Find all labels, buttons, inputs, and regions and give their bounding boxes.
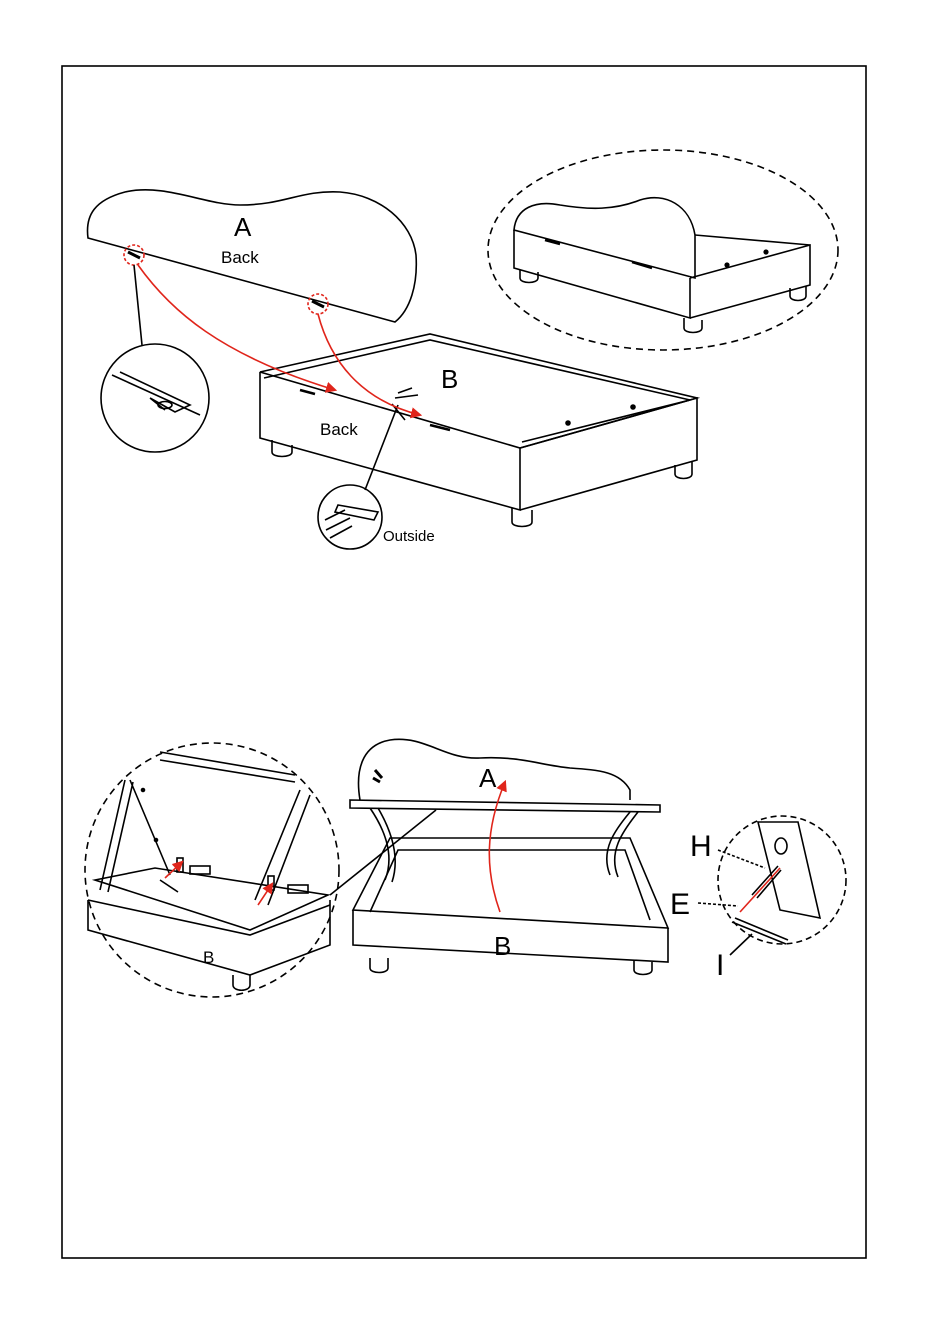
arrow-right-to-base xyxy=(318,314,420,415)
label-b-step1: B xyxy=(441,364,458,394)
page-border xyxy=(62,66,866,1258)
label-back-base: Back xyxy=(320,420,358,439)
label-outside: Outside xyxy=(383,528,435,545)
bracket-detail-left xyxy=(101,344,209,452)
label-a-step2: A xyxy=(479,763,497,793)
base-b-front xyxy=(260,372,520,510)
arrow-left-to-base xyxy=(138,265,335,390)
bracket-detail-outside xyxy=(318,485,382,549)
step1-group xyxy=(87,150,838,549)
label-back-headboard: Back xyxy=(221,248,259,267)
step2-group xyxy=(85,739,846,997)
label-a-step1: A xyxy=(234,212,252,242)
label-h: H xyxy=(690,830,712,863)
label-i: I xyxy=(716,949,724,982)
label-b-step2: B xyxy=(494,931,511,961)
label-b-detail: B xyxy=(203,948,214,967)
assembled-view-ring xyxy=(488,150,838,350)
label-e: E xyxy=(670,888,690,921)
base-b-side xyxy=(520,398,697,510)
